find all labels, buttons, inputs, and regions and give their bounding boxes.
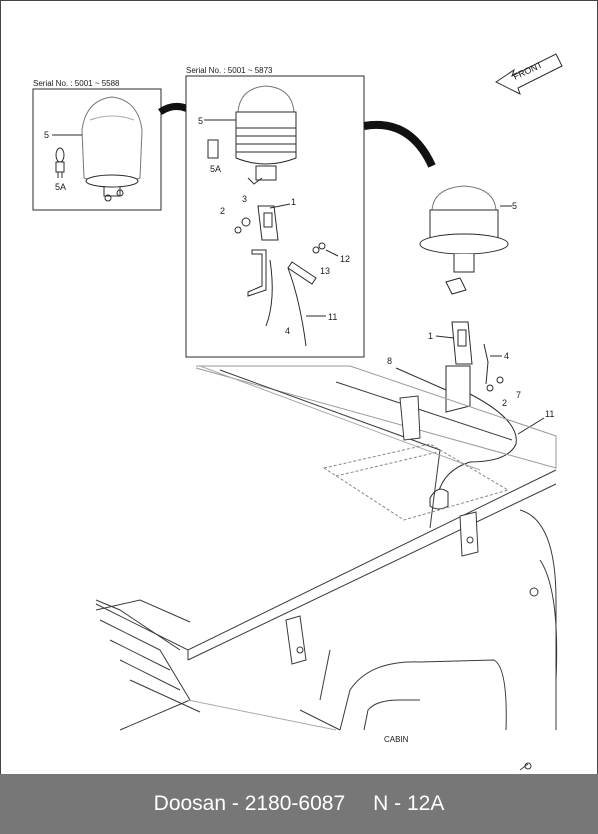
footer-reference: N - 12A	[373, 792, 445, 815]
callout-3: 3	[242, 194, 247, 204]
inset-mid: Serial No. : 5001 ~ 5873 5 5A 1 3 2 4 11	[185, 66, 365, 358]
cabin-label: CABIN	[384, 735, 409, 744]
callout-8: 8	[387, 356, 392, 366]
callout-5: 5	[44, 130, 49, 140]
callout-1: 1	[428, 331, 433, 341]
callout-2: 2	[502, 398, 507, 408]
callout-12: 12	[340, 254, 350, 264]
callout-5: 5	[512, 201, 517, 211]
callout-5a: 5A	[55, 182, 66, 192]
front-arrow: FRONT	[495, 53, 563, 95]
callout-5: 5	[198, 116, 203, 126]
callout-7: 7	[516, 390, 521, 400]
cabin-body: CABIN	[95, 365, 558, 771]
callout-1: 1	[291, 197, 296, 207]
flow-arrow-2	[363, 120, 436, 168]
main-beacon: 5	[419, 185, 517, 295]
callout-4: 4	[285, 326, 290, 336]
callout-4: 4	[504, 351, 509, 361]
callout-2: 2	[220, 206, 225, 216]
inset-mid-serial: Serial No. : 5001 ~ 5873	[186, 66, 273, 75]
callout-13: 13	[320, 266, 330, 276]
inset-left-serial: Serial No. : 5001 ~ 5588	[33, 79, 120, 88]
footer-bar: Doosan - 2180-6087 N - 12A	[0, 774, 598, 834]
callout-5a: 5A	[210, 164, 221, 174]
parts-diagram: FRONT Serial No. : 5001 ~ 5588 5 5A Seri…	[32, 53, 563, 771]
callout-11: 11	[545, 409, 554, 419]
inset-left: Serial No. : 5001 ~ 5588 5 5A	[32, 79, 162, 211]
callout-11: 11	[328, 312, 337, 322]
footer-part-number: Doosan - 2180-6087	[153, 792, 346, 815]
